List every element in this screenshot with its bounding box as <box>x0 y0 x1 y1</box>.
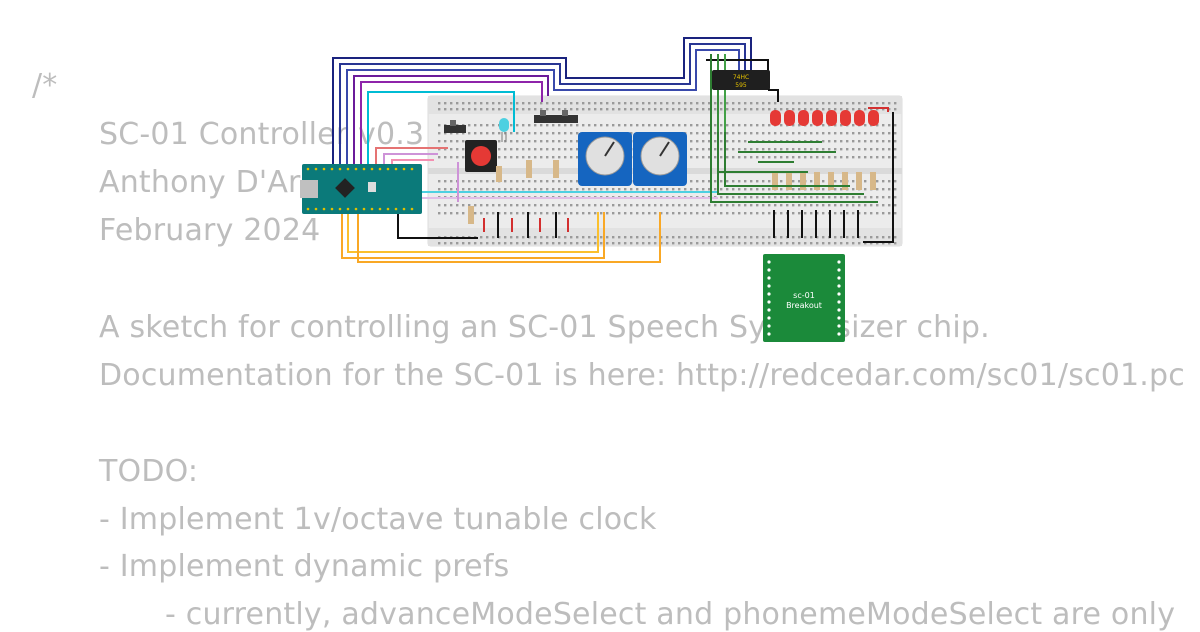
sketch-date: February 2024 <box>99 213 321 248</box>
todo-item-1: - Implement 1v/octave tunable clock <box>99 502 657 537</box>
blue-led <box>499 118 509 142</box>
slide-switch[interactable] <box>444 110 578 133</box>
svg-text:595: 595 <box>735 82 747 89</box>
todo-item-2: - Implement dynamic prefs <box>99 549 510 584</box>
resistors-left <box>468 160 559 224</box>
todo-header: TODO: <box>99 454 199 489</box>
sketch-description-2: Documentation for the SC-01 is here: htt… <box>99 358 1185 393</box>
resistors-led <box>772 172 876 190</box>
shift-register-chip[interactable]: 74HC 595 <box>712 70 770 90</box>
led-array <box>770 110 879 126</box>
ground-wires <box>497 89 894 243</box>
sketch-title: SC-01 Controller v0.3 <box>99 117 425 152</box>
breakout-label-1: sc-01 <box>793 291 815 300</box>
todo-item-2-sub: - currently, advanceModeSelect and phone… <box>165 597 1176 632</box>
push-button[interactable] <box>465 140 497 172</box>
breakout-label-2: Breakout <box>786 301 822 310</box>
comment-open: /* <box>32 68 58 103</box>
wire-bundle-right <box>710 132 878 203</box>
potentiometer-1[interactable] <box>578 132 632 186</box>
svg-text:74HC: 74HC <box>733 74 749 81</box>
wire-bundle-nano <box>341 147 718 263</box>
potentiometer-2[interactable] <box>633 132 687 186</box>
sc01-breakout-board[interactable]: sc-01 Breakout <box>763 254 845 342</box>
power-wires <box>483 107 889 232</box>
arduino-nano-board[interactable] <box>300 164 422 214</box>
circuit-diagram[interactable]: 74HC 595 <box>298 32 908 344</box>
sketch-author: Anthony D'Ar <box>99 165 301 200</box>
